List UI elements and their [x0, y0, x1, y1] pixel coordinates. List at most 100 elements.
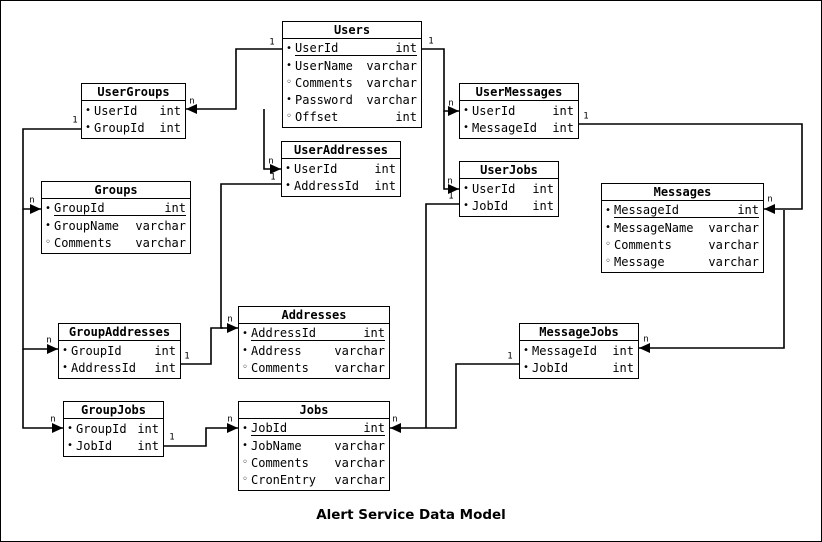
relationship-line-groups-to-groupjobs: [22, 349, 63, 429]
field-name: GroupId: [54, 201, 105, 215]
required-marker-icon: •: [62, 362, 69, 373]
field-type: int: [737, 203, 759, 217]
field-name: AddressId: [71, 360, 137, 375]
required-marker-icon: •: [45, 203, 52, 214]
field-name: UserId: [472, 103, 516, 118]
diagram-caption: Alert Service Data Model: [316, 507, 506, 523]
field-name: MessageName: [614, 220, 694, 235]
field-type: int: [552, 103, 574, 118]
field-type: int: [374, 178, 396, 193]
field-name: JobId: [251, 421, 288, 435]
table-title: Groups: [42, 182, 190, 199]
cardinality-label: n: [46, 335, 52, 346]
field-name: Comments: [614, 237, 672, 252]
table-title: Jobs: [239, 402, 389, 419]
table-title: UserMessages: [460, 84, 578, 101]
field-type: int: [159, 103, 181, 118]
field-type: int: [552, 120, 574, 135]
field-name: MessageId: [532, 343, 598, 358]
required-marker-icon: •: [285, 180, 292, 191]
field-type: varchar: [708, 254, 759, 269]
relationship-line-usermessages-to-messages: [579, 123, 803, 210]
arrowhead-icon: [639, 343, 650, 353]
field-name: UserId: [295, 41, 339, 55]
arrowhead-icon: [227, 323, 238, 333]
relationship-line-userjobs-to-jobs: [425, 203, 459, 428]
table-title: GroupAddresses: [59, 324, 180, 341]
field-type: varchar: [366, 58, 417, 73]
field-type: int: [612, 343, 634, 358]
relationship-line-groupaddresses-to-addresses: [181, 327, 223, 365]
field-type: varchar: [135, 235, 186, 250]
table-title: UserJobs: [460, 162, 558, 179]
required-marker-icon: •: [85, 122, 92, 133]
cardinality-label: n: [50, 414, 56, 425]
field-type: int: [137, 438, 159, 453]
required-marker-icon: •: [605, 205, 612, 216]
table-title: UserAddresses: [282, 142, 400, 159]
field-type: int: [154, 360, 176, 375]
cardinality-label: n: [392, 414, 398, 425]
required-marker-icon: •: [605, 222, 612, 233]
required-marker-icon: •: [286, 60, 293, 71]
arrowhead-icon: [52, 423, 63, 433]
field-type: int: [532, 181, 554, 196]
cardinality-label: n: [189, 96, 195, 107]
cardinality-label: 1: [270, 172, 276, 183]
nullable-marker-icon: ◦: [605, 256, 612, 267]
cardinality-label: n: [767, 194, 773, 205]
required-marker-icon: •: [523, 362, 530, 373]
cardinality-label: n: [29, 195, 35, 206]
field-name: JobId: [532, 360, 569, 375]
table-field: •AddressId int: [62, 359, 176, 376]
required-marker-icon: •: [286, 43, 293, 54]
required-marker-icon: •: [285, 163, 292, 174]
required-marker-icon: •: [62, 345, 69, 356]
field-name: Address: [251, 343, 302, 358]
required-marker-icon: •: [286, 94, 293, 105]
field-name: GroupId: [94, 120, 145, 135]
table-title: Messages: [602, 184, 763, 201]
cardinality-label: n: [227, 314, 233, 325]
required-marker-icon: •: [463, 200, 470, 211]
field-name: CronEntry: [251, 472, 317, 487]
